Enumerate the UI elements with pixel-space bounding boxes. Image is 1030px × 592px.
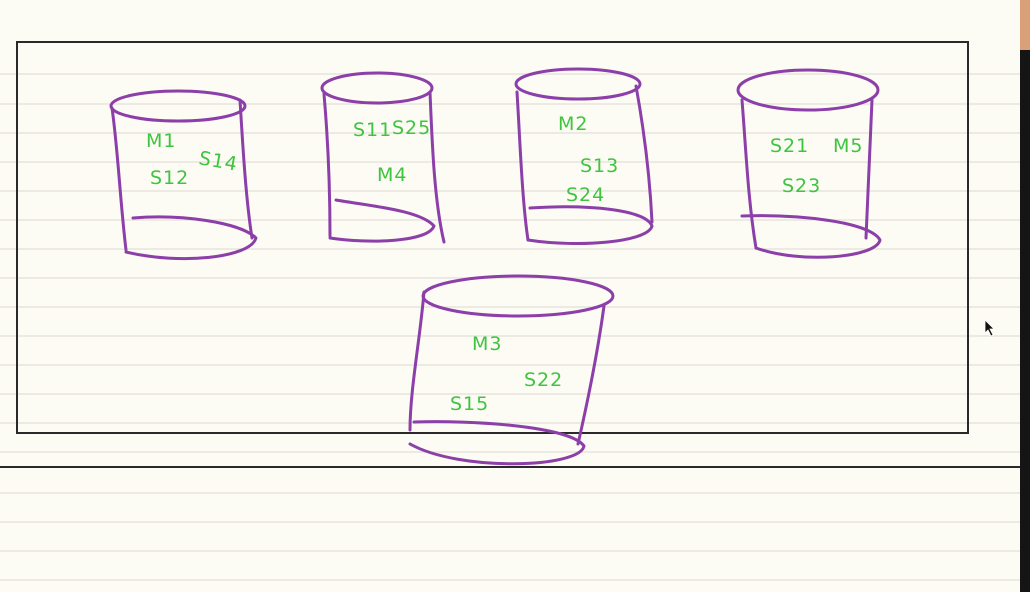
edge-strip [1020,50,1030,592]
cylinder-4-label-3: S23 [782,175,821,197]
cylinder-1-label-2: S14 [197,147,239,175]
cylinder-3-label-2: S13 [580,155,619,177]
cylinder-4-label-1: S21 [770,135,809,157]
cylinder-1-label-3: S12 [150,167,189,189]
cylinder-1-label-1: M1 [146,130,176,152]
cylinder-2-label-2: S25 [392,117,431,139]
mouse-pointer-icon [984,319,995,337]
cylinder-3-label-1: M2 [558,113,588,135]
cylinder-3-label-3: S24 [566,184,605,206]
cylinder-2-label-1: S11 [353,119,392,141]
cylinder-3 [514,67,654,245]
edge-strip-top [1020,0,1030,50]
cylinder-2 [320,71,446,244]
cylinder-5-label-2: S22 [524,369,563,391]
ruled-lines [0,73,1030,581]
cylinder-5 [408,274,615,466]
cylinder-2-label-3: M4 [377,164,407,186]
cylinder-4 [736,68,882,259]
cylinder-4-label-2: M5 [833,135,863,157]
cylinder-5-label-1: M3 [472,333,502,355]
cylinder-1 [109,89,258,261]
cylinder-5-label-3: S15 [450,393,489,415]
bounding-rectangle [16,41,969,434]
